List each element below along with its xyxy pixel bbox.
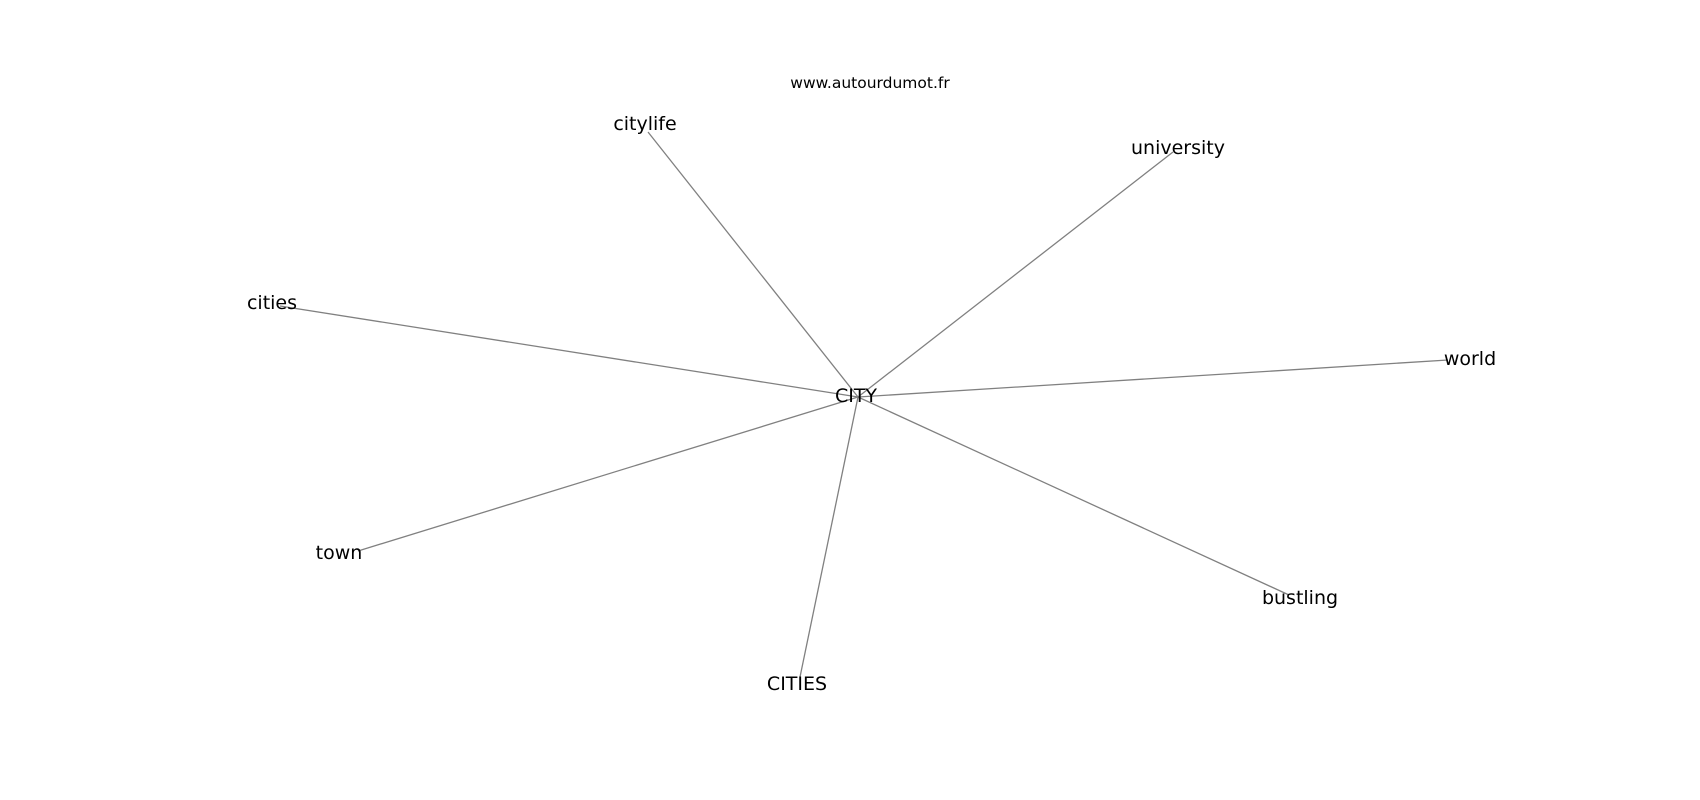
- node-bustling: bustling: [1262, 587, 1338, 609]
- nodes: CITY citylife university cities world to…: [247, 113, 1496, 695]
- node-citylife: citylife: [613, 113, 676, 135]
- node-town: town: [316, 542, 363, 564]
- edges: [279, 131, 1449, 678]
- edge-city-world: [857, 359, 1449, 398]
- node-cities: cities: [247, 292, 297, 314]
- edge-city-university: [857, 151, 1174, 398]
- node-university: university: [1131, 137, 1225, 159]
- node-cities-upper: CITIES: [767, 673, 827, 695]
- node-world: world: [1444, 348, 1496, 370]
- node-center: CITY: [835, 385, 877, 407]
- edge-city-bustling: [857, 396, 1290, 596]
- source-label: www.autourdumot.fr: [790, 74, 950, 92]
- edge-city-cities: [279, 305, 859, 398]
- edge-city-citylife: [647, 131, 859, 398]
- edge-city-town: [357, 396, 859, 552]
- edge-city-cities-upper: [799, 396, 859, 678]
